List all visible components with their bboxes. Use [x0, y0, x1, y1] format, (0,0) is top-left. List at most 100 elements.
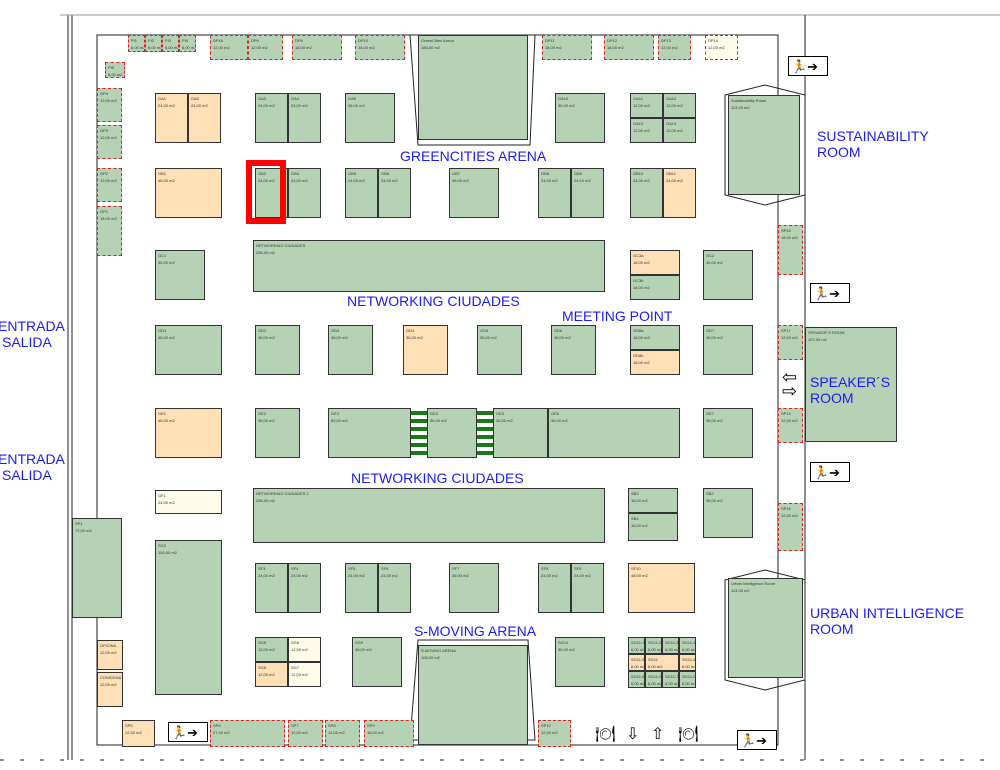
booth[interactable]: SP627,00 m2: [210, 720, 285, 747]
booth[interactable]: GA536,00 m2: [345, 93, 395, 143]
booth[interactable]: GD8b18,00 m2: [630, 350, 680, 375]
booth[interactable]: GB1024,00 m2: [630, 168, 663, 218]
booth[interactable]: GE360,00 m2: [328, 408, 411, 458]
booth[interactable]: S-MOVING ARENA108,00 m2: [418, 645, 528, 745]
booth[interactable]: GB924,00 m2: [571, 168, 604, 218]
booth[interactable]: GA324,00 m2: [255, 93, 288, 143]
booth[interactable]: SP1412,00 m2: [778, 408, 803, 443]
booth[interactable]: PI56,00 m2: [105, 62, 125, 78]
booth[interactable]: GD436,00 m2: [403, 325, 448, 375]
booth[interactable]: PI26,00 m2: [145, 35, 162, 52]
booth[interactable]: GB424,00 m2: [288, 168, 321, 218]
booth[interactable]: SF524,00 m2: [345, 563, 378, 613]
booth[interactable]: GA1412,00 m2: [663, 118, 696, 143]
booth[interactable]: PI36,00 m2: [162, 35, 179, 52]
booth[interactable]: GD8a18,00 m2: [630, 325, 680, 350]
booth[interactable]: SG512,00 m2: [255, 637, 288, 662]
booth[interactable]: SB318,00 m2: [628, 488, 678, 513]
booth[interactable]: OFICINA12,00 m2: [97, 640, 123, 670]
booth[interactable]: DP912,00 m2: [248, 35, 283, 60]
booth[interactable]: GB1124,00 m2: [663, 168, 696, 218]
booth[interactable]: SP1618,00 m2: [778, 225, 803, 275]
booth[interactable]: SP712,00 m2: [288, 720, 323, 747]
booth[interactable]: SG11-36,00 m2: [662, 637, 679, 654]
booth[interactable]: GB148,00 m2: [155, 168, 222, 218]
booth[interactable]: SG11-76,00 m2: [662, 671, 679, 688]
booth[interactable]: GA1212,00 m2: [663, 93, 696, 118]
booth[interactable]: GE536,00 m2: [493, 408, 548, 458]
booth[interactable]: GB736,00 m2: [449, 168, 499, 218]
booth[interactable]: SG11-06,00 m2: [679, 671, 696, 688]
booth[interactable]: SP172,00 m2: [72, 518, 122, 618]
booth[interactable]: GB624,00 m2: [378, 168, 411, 218]
booth[interactable]: GA1312,00 m2: [630, 118, 663, 143]
booth[interactable]: NETWORKING CIUDADES 2256,00 m2: [253, 488, 605, 543]
booth[interactable]: SG1036,00 m2: [555, 637, 605, 687]
booth[interactable]: SB236,00 m2: [703, 488, 753, 538]
booth[interactable]: SG812,00 m2: [255, 662, 288, 687]
booth[interactable]: SF924,00 m2: [571, 563, 604, 613]
booth[interactable]: GA224,00 m2: [188, 93, 221, 143]
booth[interactable]: GD148,00 m2: [155, 325, 222, 375]
booth[interactable]: SG11-96,00 m2: [645, 671, 662, 688]
booth[interactable]: SG11-56,00 m2: [628, 654, 645, 671]
booth[interactable]: SP918,00 m2: [364, 720, 414, 747]
booth[interactable]: GreenCities Arena188,00 m2: [418, 35, 528, 140]
booth[interactable]: SP1212,00 m2: [538, 720, 571, 747]
booth[interactable]: SG11-66,00 m2: [679, 654, 696, 671]
booth[interactable]: GC3a18,00 m2: [630, 250, 680, 275]
booth[interactable]: Sustainability Room113,00 m2: [728, 95, 800, 195]
booth[interactable]: GD636,00 m2: [551, 325, 596, 375]
booth[interactable]: SG11-26,00 m2: [645, 637, 662, 654]
booth[interactable]: SP512,00 m2: [122, 720, 155, 747]
booth[interactable]: GE236,00 m2: [255, 408, 300, 458]
booth[interactable]: GP412,00 m2: [97, 88, 122, 122]
booth[interactable]: GE148,00 m2: [155, 408, 222, 458]
booth[interactable]: GA424,00 m2: [288, 93, 321, 143]
booth[interactable]: GP312,00 m2: [97, 125, 122, 159]
booth[interactable]: PI46,00 m2: [179, 35, 196, 52]
booth[interactable]: GA1112,00 m2: [630, 93, 663, 118]
booth[interactable]: DP1312,00 m2: [658, 35, 691, 60]
booth[interactable]: SP1712,00 m2: [778, 325, 803, 360]
booth[interactable]: GB524,00 m2: [345, 168, 378, 218]
booth[interactable]: DP1018,00 m2: [355, 35, 405, 60]
booth[interactable]: GE736,00 m2: [703, 408, 753, 458]
booth[interactable]: GP118,00 m2: [97, 206, 122, 256]
booth[interactable]: SPEAKER´S ROOM107,00 m2: [805, 327, 897, 442]
booth[interactable]: SF324,00 m2: [255, 563, 288, 613]
booth[interactable]: SG612,00 m2: [288, 637, 321, 662]
booth[interactable]: SF824,00 m2: [538, 563, 571, 613]
booth[interactable]: SG712,00 m2: [288, 662, 321, 687]
booth[interactable]: SG11-16,00 m2: [628, 637, 645, 654]
booth[interactable]: SF624,00 m2: [378, 563, 411, 613]
booth[interactable]: PI16,00 m2: [128, 35, 145, 52]
booth[interactable]: DP1218,00 m2: [604, 35, 654, 60]
booth[interactable]: GD536,00 m2: [477, 325, 522, 375]
booth[interactable]: SG3150,00 m2: [155, 540, 222, 695]
booth[interactable]: GC3b18,00 m2: [630, 275, 680, 300]
booth[interactable]: GP212,00 m2: [97, 168, 122, 202]
booth[interactable]: DP1118,00 m2: [542, 35, 592, 60]
booth[interactable]: GA124,00 m2: [155, 93, 188, 143]
booth[interactable]: GE436,00 m2: [427, 408, 477, 458]
booth[interactable]: SF424,00 m2: [288, 563, 321, 613]
booth[interactable]: DP1412,00 m2: [705, 35, 738, 60]
booth[interactable]: GF124,00 m2: [155, 490, 222, 514]
booth[interactable]: SG936,00 m2: [352, 637, 402, 687]
booth[interactable]: Urban Intelligence Room113,00 m2: [728, 578, 803, 678]
booth[interactable]: GD236,00 m2: [255, 325, 300, 375]
booth[interactable]: NETWORKING CIUDADES256,00 m2: [253, 240, 605, 292]
booth[interactable]: GD736,00 m2: [703, 325, 753, 375]
booth[interactable]: CONSIGNA12,00 m2: [97, 672, 123, 707]
booth[interactable]: DP818,00 m2: [292, 35, 342, 60]
booth[interactable]: SF1048,00 m2: [628, 563, 695, 613]
booth[interactable]: GB824,00 m2: [538, 168, 571, 218]
booth[interactable]: SG11-46,00 m2: [679, 637, 696, 654]
booth[interactable]: DP1612,00 m2: [210, 35, 248, 60]
booth[interactable]: SG116,00 m2: [645, 654, 679, 671]
booth[interactable]: SP812,00 m2: [325, 720, 360, 747]
booth[interactable]: GA1036,00 m2: [555, 93, 605, 143]
booth[interactable]: SP1512,00 m2: [778, 503, 803, 551]
booth[interactable]: GE696,00 m2: [548, 408, 680, 458]
